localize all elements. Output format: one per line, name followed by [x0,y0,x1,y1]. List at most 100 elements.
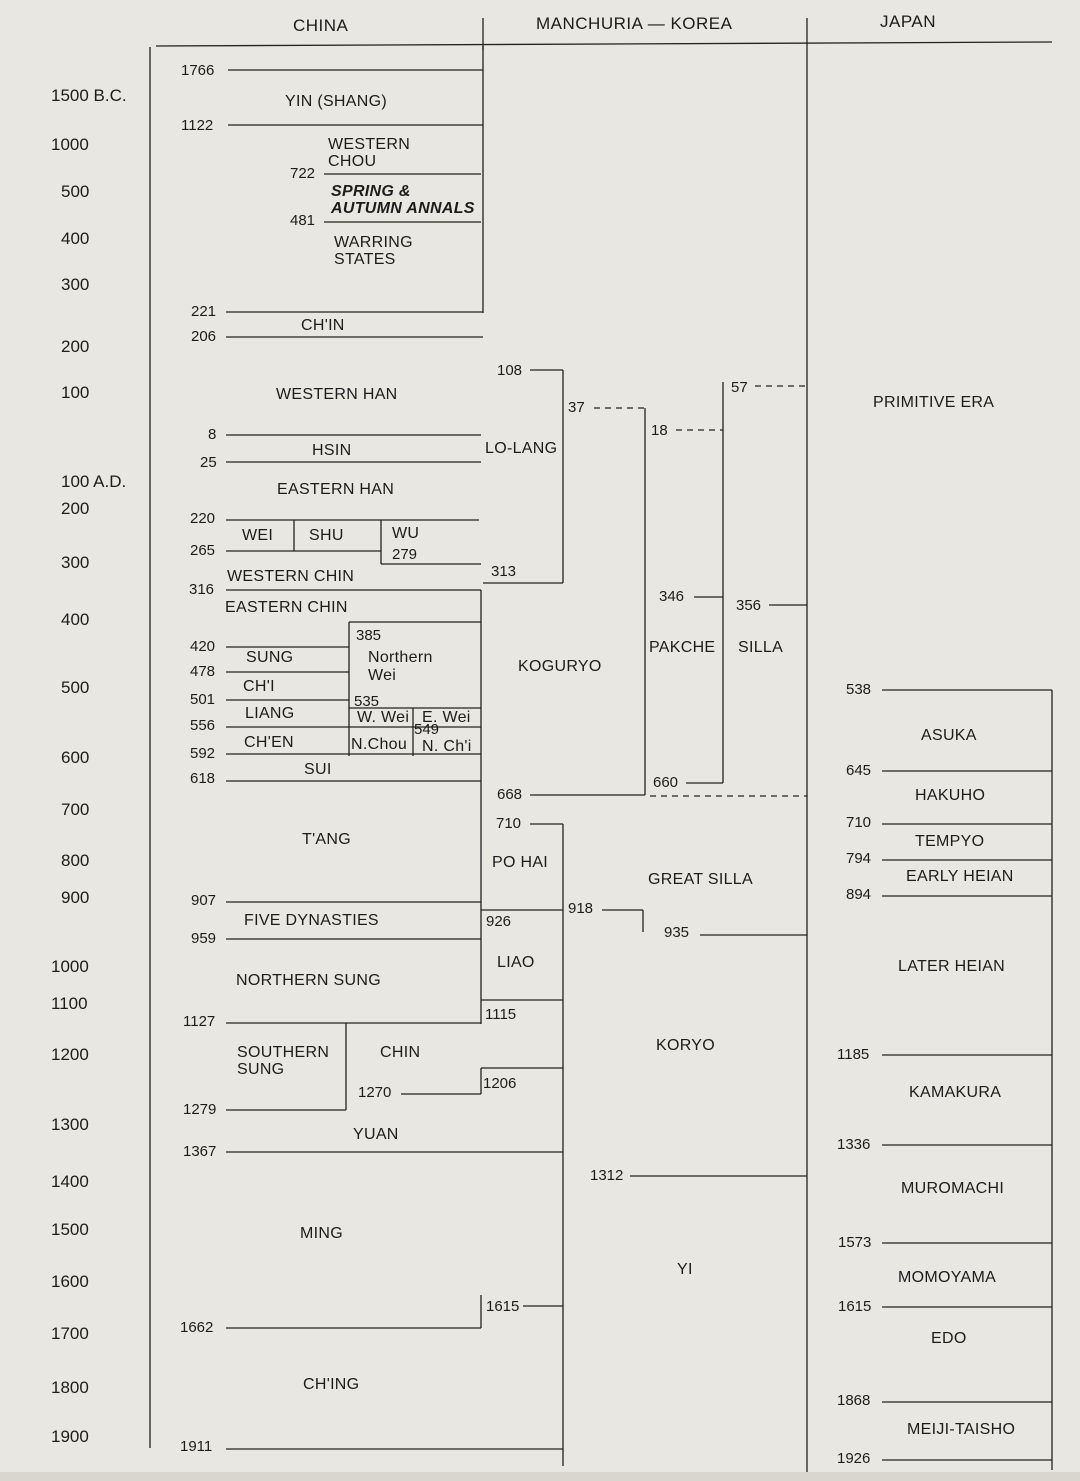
china-date: 556 [190,717,215,734]
header-korea: MANCHURIA — KOREA [536,14,733,33]
korea-date: 935 [664,924,689,941]
period-kamakura: KAMAKURA [909,1084,1001,1101]
year-label: 1900 [51,1427,89,1446]
japan-boundaries [882,689,1053,1470]
period-hsin: HSIN [312,442,351,459]
year-label: 900 [61,888,89,907]
korea-date: 313 [491,563,516,580]
china-date: 1367 [183,1143,216,1160]
period-yuan: YUAN [353,1126,399,1143]
china-dates: 1766 1122 722 481 221 206 8 25 220 265 2… [180,62,439,1455]
china-date: 481 [290,212,315,229]
period-spring-autumn: AUTUMN ANNALS [330,200,475,217]
korea-date: 668 [497,786,522,803]
japan-periods: PRIMITIVE ERA ASUKA HAKUHO TEMPYO EARLY … [873,394,1015,1438]
period-lo-lang: LO-LANG [485,440,557,457]
year-label: 100 A.D. [61,472,126,491]
china-date: 1122 [181,117,213,134]
period-ming: MING [300,1225,343,1242]
year-label: 600 [61,748,89,767]
china-date: 478 [190,663,215,680]
period-later-heian: LATER HEIAN [898,958,1005,975]
period-tang: T'ANG [302,831,351,848]
china-date: 221 [191,303,216,320]
frame [149,18,1053,1448]
china-date: 1270 [358,1084,391,1101]
year-label: 1300 [51,1115,89,1134]
year-label: 400 [61,229,89,248]
year-label: 1600 [51,1272,89,1291]
year-label: 1100 [51,994,88,1013]
period-primitive-era: PRIMITIVE ERA [873,394,994,411]
period-chen: CH'EN [244,734,294,751]
year-label: 700 [61,800,89,819]
year-scale: 1500 B.C. 1000 500 400 300 200 100 100 A… [51,86,127,1446]
year-label: 500 [61,182,89,201]
china-date: 722 [290,165,315,182]
period-northern-wei: Wei [368,667,396,684]
korea-date: 356 [736,597,761,614]
period-asuka: ASUKA [921,727,977,744]
period-po-hai: PO HAI [492,854,548,871]
period-ching: CH'ING [303,1376,359,1393]
period-momoyama: MOMOYAMA [898,1269,996,1286]
korea-date: 918 [568,900,593,917]
korea-date: 1115 [485,1006,516,1023]
period-chin-qin: CH'IN [301,317,345,334]
japan-date: 1573 [838,1234,871,1251]
korea-date: 37 [568,399,585,416]
year-label: 200 [61,499,89,518]
japan-date: 1615 [838,1298,871,1315]
korea-date: 660 [653,774,678,791]
period-wei: WEI [242,527,273,544]
china-date: 592 [190,745,215,762]
korea-periods: LO-LANG KOGURYO PAKCHE SILLA PO HAI GREA… [485,440,783,1278]
period-sui: SUI [304,761,332,778]
period-five-dynasties: FIVE DYNASTIES [244,912,379,929]
korea-date: 108 [497,362,522,379]
year-label: 1000 [51,135,89,154]
period-koguryo: KOGURYO [518,658,602,675]
period-spring-autumn: SPRING & [331,183,411,200]
year-label: 1400 [51,1172,89,1191]
header-japan: JAPAN [880,12,936,31]
japan-date: 794 [846,850,871,867]
china-date: 420 [190,638,215,655]
japan-date: 710 [846,814,871,831]
period-western-chin: WESTERN CHIN [227,568,354,585]
year-label: 200 [61,337,89,356]
china-date: 25 [200,454,217,471]
page-edge [0,1472,1080,1481]
period-yi: YI [677,1261,693,1278]
period-southern-sung: SOUTHERN [237,1044,329,1061]
period-silla: SILLA [738,639,783,656]
year-label: 400 [61,610,89,629]
year-label: 1500 B.C. [51,86,127,105]
period-liang: LIANG [245,705,295,722]
period-pakche: PAKCHE [649,639,715,656]
year-label: 300 [61,275,89,294]
china-date: 549 [414,721,439,738]
period-muromachi: MUROMACHI [901,1180,1004,1197]
china-date: 959 [191,930,216,947]
period-e-wei: E. Wei [422,709,471,726]
korea-date: 1312 [590,1167,623,1184]
period-warring-states: WARRING [334,234,413,251]
china-periods: YIN (SHANG) WESTERN CHOU SPRING & AUTUMN… [225,93,475,1393]
period-shu: SHU [309,527,344,544]
period-yin-shang: YIN (SHANG) [285,93,387,110]
period-w-wei: W. Wei [357,709,409,726]
korea-boundaries [481,46,808,1476]
year-label: 300 [61,553,89,572]
period-chin-jin: CHIN [380,1044,420,1061]
year-label: 1500 [51,1220,89,1239]
china-date: 535 [354,693,379,710]
china-date: 618 [190,770,215,787]
period-western-chou: CHOU [328,153,376,170]
korea-date: 710 [496,815,521,832]
korea-date: 346 [659,588,684,605]
china-date: 1911 [180,1438,212,1455]
korea-dates: 108 37 18 57 313 346 356 668 660 710 918… [483,362,761,1315]
period-edo: EDO [931,1330,967,1347]
